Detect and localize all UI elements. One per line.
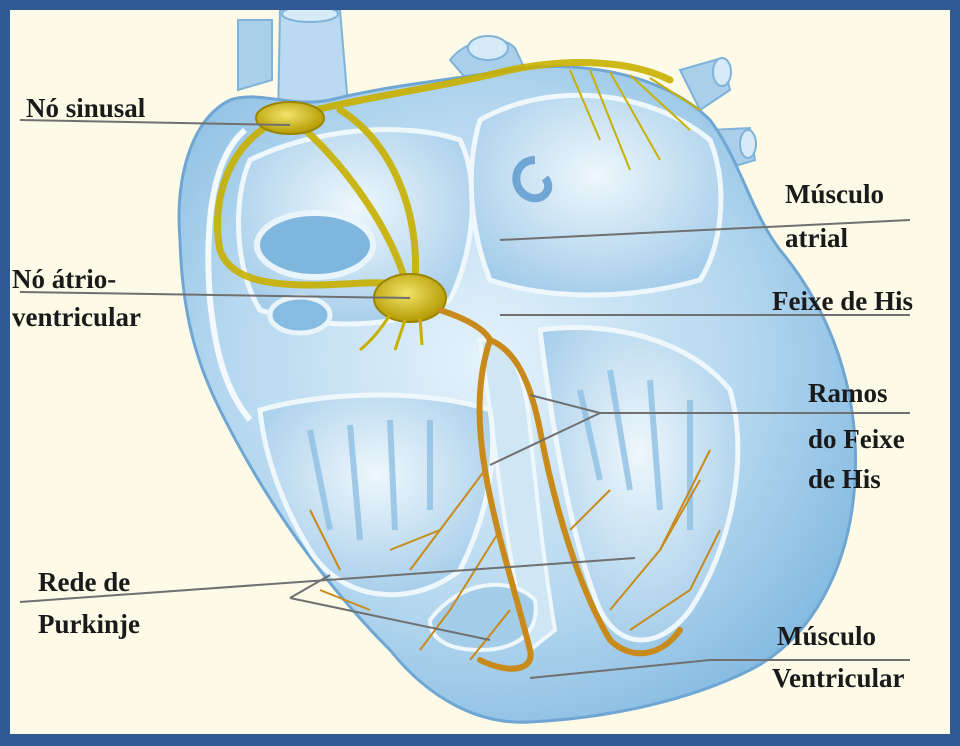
right-frame-border: [950, 10, 960, 746]
vena-cava-opening: [257, 213, 373, 277]
label-ventricular-muscle-line2: Ventricular: [772, 661, 904, 695]
label-purkinje-line2: Purkinje: [38, 607, 140, 641]
label-bundle-branches-line1: Ramos: [808, 376, 888, 410]
label-atrial-muscle-line1: Músculo: [785, 177, 884, 211]
bottom-frame-border: [0, 734, 960, 746]
label-av-node-line2: ventricular: [12, 300, 141, 334]
label-purkinje-line1: Rede de: [38, 565, 130, 599]
label-his-bundle: Feixe de His: [772, 284, 913, 318]
label-bundle-branches-line2: do Feixe: [808, 422, 905, 456]
label-sa-node: Nó sinusal: [26, 91, 145, 125]
left-frame-border: [0, 10, 10, 746]
label-bundle-branches-line3: de His: [808, 462, 881, 496]
coronary-sinus-opening: [270, 297, 330, 333]
diagram-canvas: Nó sinusal Músculo atrial Nó átrio- vent…: [10, 10, 950, 734]
label-ventricular-muscle-line1: Músculo: [777, 619, 876, 653]
sa-node-shape: [256, 102, 324, 134]
top-frame-bar: [0, 0, 960, 10]
label-atrial-muscle-line2: atrial: [785, 221, 848, 255]
label-av-node-line1: Nó átrio-: [12, 262, 116, 296]
